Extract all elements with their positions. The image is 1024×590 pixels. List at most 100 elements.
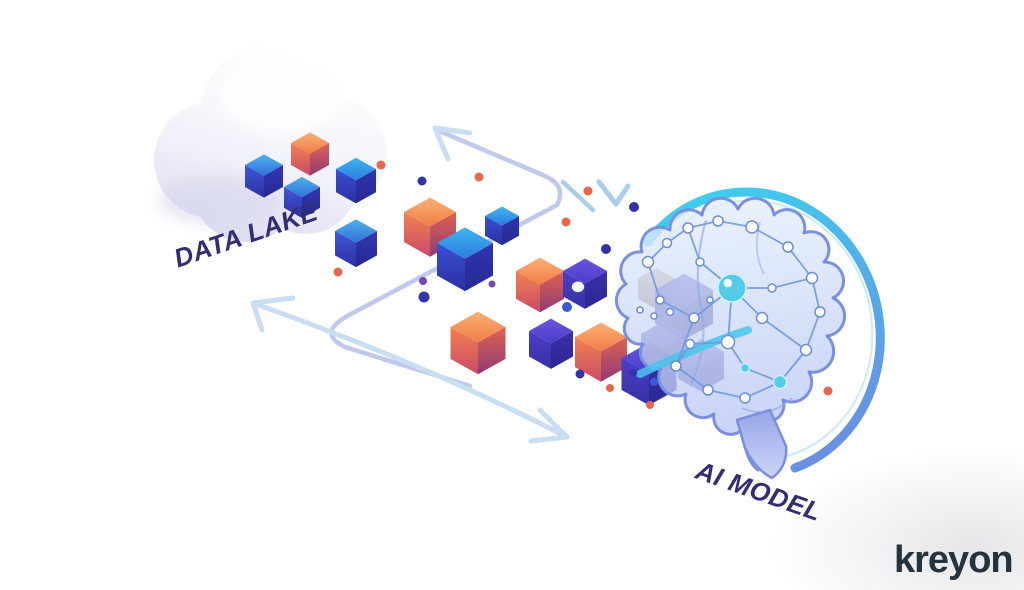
cube-white-dot: [571, 281, 585, 293]
neural-link: [761, 317, 807, 351]
neural-link: [675, 317, 695, 367]
cube-left-face: [529, 331, 551, 369]
cube-top-face: [529, 318, 573, 344]
deco-dot-orange: [606, 384, 614, 392]
data-cube: [450, 311, 506, 375]
neural-node: [745, 220, 759, 234]
cube-right-face: [310, 143, 329, 176]
neural-node: [805, 271, 819, 285]
deco-dot-indigo: [629, 202, 639, 212]
data-cube: [284, 176, 320, 218]
data-cube: [437, 227, 493, 292]
cube-left-face: [245, 165, 264, 198]
cube-right-face: [502, 216, 519, 246]
cube-top-face: [516, 257, 564, 285]
cube-right-face: [540, 271, 564, 313]
cube-right-face: [356, 231, 377, 268]
cube-right-face: [302, 187, 320, 218]
neural-link: [707, 389, 746, 399]
cube-left-face: [284, 187, 302, 218]
neural-node: [717, 273, 747, 303]
deco-dot-orange: [474, 172, 484, 182]
cloud-highlight: [220, 58, 344, 134]
neural-node: [706, 296, 714, 304]
neural-node: [799, 343, 813, 357]
cube-right-face: [601, 337, 627, 382]
data-cube: [485, 206, 519, 246]
cube-top-face: [291, 132, 329, 154]
cube-left-face: [404, 212, 430, 257]
neural-node: [755, 311, 769, 325]
deco-dot-orange: [646, 401, 654, 409]
data-cube: [291, 132, 329, 176]
cube-right-face: [465, 243, 493, 292]
return-flow-arrowhead: [432, 125, 473, 162]
deco-dot-blue: [562, 302, 572, 312]
neural-node: [636, 306, 644, 314]
cube-right-face: [478, 327, 506, 375]
neural-node: [814, 306, 826, 318]
deco-dot-blue: [650, 378, 658, 386]
neural-node: [782, 241, 794, 253]
cube-top-face: [404, 197, 456, 227]
cube-top-face: [245, 154, 283, 176]
brain-orbit-ring: [643, 187, 885, 473]
neural-link: [787, 246, 813, 279]
neural-link: [751, 226, 789, 248]
exchange-line: [250, 300, 570, 440]
data-cube: [563, 258, 607, 309]
deco-dot-indigo: [575, 369, 585, 379]
cube-right-face: [356, 169, 376, 204]
neural-node: [712, 215, 724, 227]
neural-link: [675, 365, 709, 391]
data-cubes: [245, 132, 677, 406]
scatter-dots: [333, 160, 833, 409]
neural-node: [682, 222, 694, 234]
deco-dot-orange: [823, 386, 833, 396]
brain-stem: [735, 408, 788, 480]
deco-dot-purple: [488, 280, 496, 288]
cube-left-face: [437, 243, 465, 292]
deco-dot-orange: [561, 217, 571, 227]
neural-node: [684, 338, 696, 350]
data-cube: [245, 154, 283, 198]
data-cube: [336, 157, 376, 204]
neural-node: [695, 257, 705, 267]
neural-node: [665, 307, 675, 317]
neural-node: [739, 362, 751, 374]
corner-shading: [774, 450, 1024, 590]
cube-left-face: [450, 327, 478, 375]
neural-node: [767, 283, 777, 293]
brain-neural-network: [636, 215, 826, 404]
neural-link: [805, 311, 821, 351]
deco-dot-orange: [376, 160, 386, 170]
cube-right-face: [551, 331, 573, 369]
cube-top-face: [450, 311, 506, 343]
exchange-arrowhead-downright: [528, 407, 570, 444]
cube-left-face: [336, 169, 356, 204]
ai-brain: [614, 187, 885, 480]
cube-right-face: [585, 271, 607, 309]
neural-link: [647, 261, 661, 301]
cube-top-face: [575, 322, 627, 352]
cube-left-face: [516, 271, 540, 313]
cube-top-face: [335, 219, 377, 243]
brain-fold-line-small: [755, 221, 765, 275]
deco-dot-indigo: [629, 369, 637, 377]
ingest-arrowhead: [596, 179, 631, 207]
deco-dot-indigo: [418, 291, 430, 303]
neural-node: [739, 392, 751, 404]
neural-node: [650, 312, 658, 320]
neural-node: [655, 295, 665, 305]
exchange-arrowhead-upleft: [250, 295, 296, 333]
neural-node: [641, 255, 655, 269]
cube-left-face: [485, 216, 502, 246]
neural-link: [659, 299, 695, 319]
deco-dot-orange: [583, 186, 593, 196]
cube-top-face: [563, 258, 607, 284]
neural-node: [702, 384, 714, 396]
cube-right-face: [264, 165, 283, 198]
node-highlight: [723, 278, 732, 288]
neural-node: [688, 312, 700, 324]
